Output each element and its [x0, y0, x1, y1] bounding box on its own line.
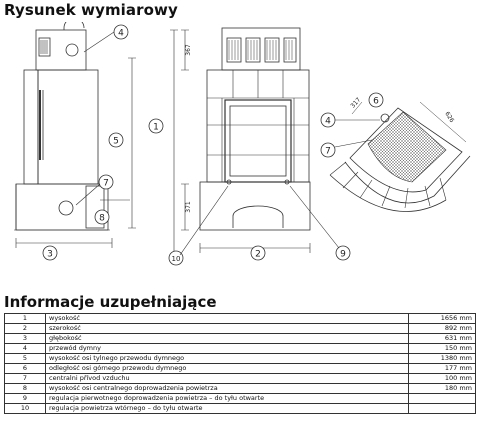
row-number: 8 [4, 383, 46, 394]
row-number: 2 [4, 323, 46, 334]
row-label: regulacja pierwotnego doprowadzenia powi… [45, 393, 409, 404]
callout-label: 10 [172, 255, 181, 263]
top-view [329, 107, 471, 212]
row-label: wysokość osi tylnego przewodu dymnego [45, 353, 409, 364]
front-view [199, 27, 311, 231]
row-value: 180 mm [408, 383, 476, 394]
row-value: 100 mm [408, 373, 476, 384]
row-label: wysokość osi centralnego doprowadzenia p… [45, 383, 409, 394]
dim-371: 371 [185, 201, 192, 213]
callout-label: 1 [153, 123, 159, 133]
dimension-drawing: 4 5 1 7 8 3 2 10 9 4 6 7 367 371 317 626 [14, 22, 471, 266]
row-value: 1656 mm [408, 313, 476, 324]
callout-label: 8 [99, 214, 105, 224]
callout-label: 7 [103, 179, 109, 189]
info-heading: Informacje uzupełniające [4, 293, 217, 311]
callout-label: 9 [340, 250, 346, 260]
row-number: 7 [4, 373, 46, 384]
callout-6 [368, 92, 384, 108]
row-number: 3 [4, 333, 46, 344]
callout-label: 2 [255, 250, 261, 260]
row-number: 6 [4, 363, 46, 374]
callout-9 [335, 245, 351, 261]
callout-7-top [320, 142, 336, 158]
callout-label: 3 [47, 250, 53, 260]
callout-label: 5 [113, 137, 119, 147]
row-label: wysokość [45, 313, 409, 324]
callout-label: 4 [118, 29, 124, 39]
dim-367: 367 [185, 44, 192, 56]
callout-label: 6 [373, 97, 379, 107]
row-value [408, 393, 476, 404]
row-value: 631 mm [408, 333, 476, 344]
dim-317: 317 [349, 96, 362, 109]
callout-label: 4 [325, 117, 331, 127]
callout-8 [94, 209, 110, 225]
row-label: regulacja powietrza wtórnego – do tyłu o… [45, 403, 409, 414]
row-value: 177 mm [408, 363, 476, 374]
callout-5 [108, 132, 124, 148]
side-view [14, 22, 110, 231]
row-number: 1 [4, 313, 46, 324]
row-value [408, 403, 476, 414]
callout-label: 7 [325, 147, 331, 157]
row-label: centralni přívod vzduchu [45, 373, 409, 384]
row-number: 4 [4, 343, 46, 354]
row-number: 10 [4, 403, 46, 414]
row-value: 150 mm [408, 343, 476, 354]
row-value: 1380 mm [408, 353, 476, 364]
page-title: Rysunek wymiarowy [4, 1, 178, 19]
row-number: 9 [4, 393, 46, 404]
callout-2 [250, 245, 266, 261]
row-label: odległość osi górnego przewodu dymnego [45, 363, 409, 374]
row-label: głębokość [45, 333, 409, 344]
dim-626: 626 [443, 110, 455, 124]
callout-1 [148, 118, 164, 134]
callout-3 [42, 245, 58, 261]
row-number: 5 [4, 353, 46, 364]
row-label: przewód dymny [45, 343, 409, 354]
callout-7-side [98, 174, 114, 190]
callout-10 [168, 250, 184, 266]
row-value: 892 mm [408, 323, 476, 334]
row-label: szerokość [45, 323, 409, 334]
